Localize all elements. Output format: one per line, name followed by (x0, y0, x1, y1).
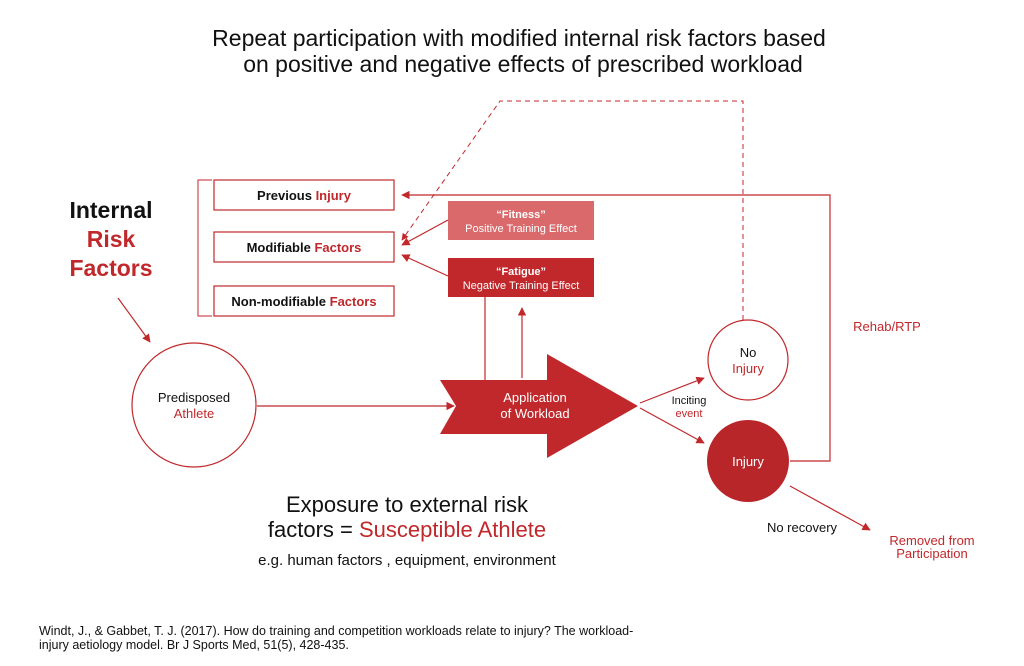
no-injury-label: Injury (732, 361, 764, 376)
no-label: No (740, 345, 757, 360)
risk-factors-bracket (197, 179, 212, 317)
susceptible-athlete-label: Susceptible Athlete (359, 517, 546, 542)
injury-node: Injury (707, 420, 789, 502)
exposure-line-1: Exposure to external risk (286, 492, 529, 517)
fatigue-box: “Fatigue” Negative Training Effect (448, 258, 594, 297)
fitness-title: “Fitness” (496, 209, 546, 221)
fatigue-to-modifiable-arrow (401, 254, 449, 277)
previous-injury-text: Previous (257, 188, 316, 203)
risk-to-athlete-arrow (117, 297, 151, 343)
risk-label: Risk (87, 226, 136, 252)
svg-text:factors = Susceptible Athlete: factors = Susceptible Athlete (268, 517, 546, 542)
athlete-label: Athlete (174, 406, 214, 421)
nonmodifiable-factors-box: Non-modifiable Factors (213, 285, 395, 317)
modifiable-factors-text: Modifiable (247, 240, 315, 255)
factors-label: Factors (69, 255, 152, 281)
fatigue-title: “Fatigue” (496, 266, 546, 278)
no-recovery-label: No recovery (767, 520, 838, 535)
workload-to-no-injury-arrow (639, 376, 705, 404)
svg-text:Previous Injury: Previous Injury (257, 188, 352, 203)
inciting-label: Inciting (672, 395, 707, 407)
workload-line-2: of Workload (500, 406, 569, 421)
injury-to-removed-arrow (789, 485, 871, 531)
svg-text:Modifiable Factors: Modifiable Factors (247, 240, 362, 255)
nonmodifiable-factors-text: Non-modifiable (231, 294, 329, 309)
citation-line-2: injury aetiology model. Br J Sports Med,… (39, 638, 349, 652)
injury-label: Injury (732, 454, 764, 469)
citation-line-1: Windt, J., & Gabbet, T. J. (2017). How d… (39, 624, 633, 638)
workload-line-1: Application (503, 390, 567, 405)
rehab-return-line (401, 190, 831, 462)
diagram-title-line-2: on positive and negative effects of pres… (243, 51, 803, 77)
modifiable-factors-highlight: Factors (314, 240, 361, 255)
modifiable-factors-box: Modifiable Factors (213, 231, 395, 263)
application-of-workload-arrow: Application of Workload (440, 354, 638, 458)
fitness-to-modifiable-arrow (401, 219, 449, 246)
rehab-rtp-label: Rehab/RTP (853, 319, 921, 334)
svg-text:Non-modifiable Factors: Non-modifiable Factors (231, 294, 376, 309)
previous-injury-highlight: Injury (316, 188, 352, 203)
predisposed-label: Predisposed (158, 390, 230, 405)
predisposed-athlete-node: Predisposed Athlete (131, 342, 257, 468)
fitness-box: “Fitness” Positive Training Effect (448, 201, 594, 240)
internal-label: Internal (69, 197, 152, 223)
examples-label: e.g. human factors , equipment, environm… (258, 552, 556, 569)
previous-injury-box: Previous Injury (213, 179, 395, 211)
fatigue-subtitle: Negative Training Effect (463, 280, 580, 292)
removed-label-line-1: Removed from (889, 533, 974, 548)
repeat-participation-dashed-line (401, 100, 744, 320)
diagram-title-line-1: Repeat participation with modified inter… (212, 25, 826, 51)
no-injury-node: No Injury (707, 319, 789, 401)
nonmodifiable-factors-highlight: Factors (330, 294, 377, 309)
workload-to-injury-arrow (639, 407, 705, 444)
exposure-line-2: factors = (268, 517, 359, 542)
event-label: event (676, 408, 703, 420)
removed-label-line-2: Participation (896, 546, 968, 561)
fitness-subtitle: Positive Training Effect (465, 223, 577, 235)
